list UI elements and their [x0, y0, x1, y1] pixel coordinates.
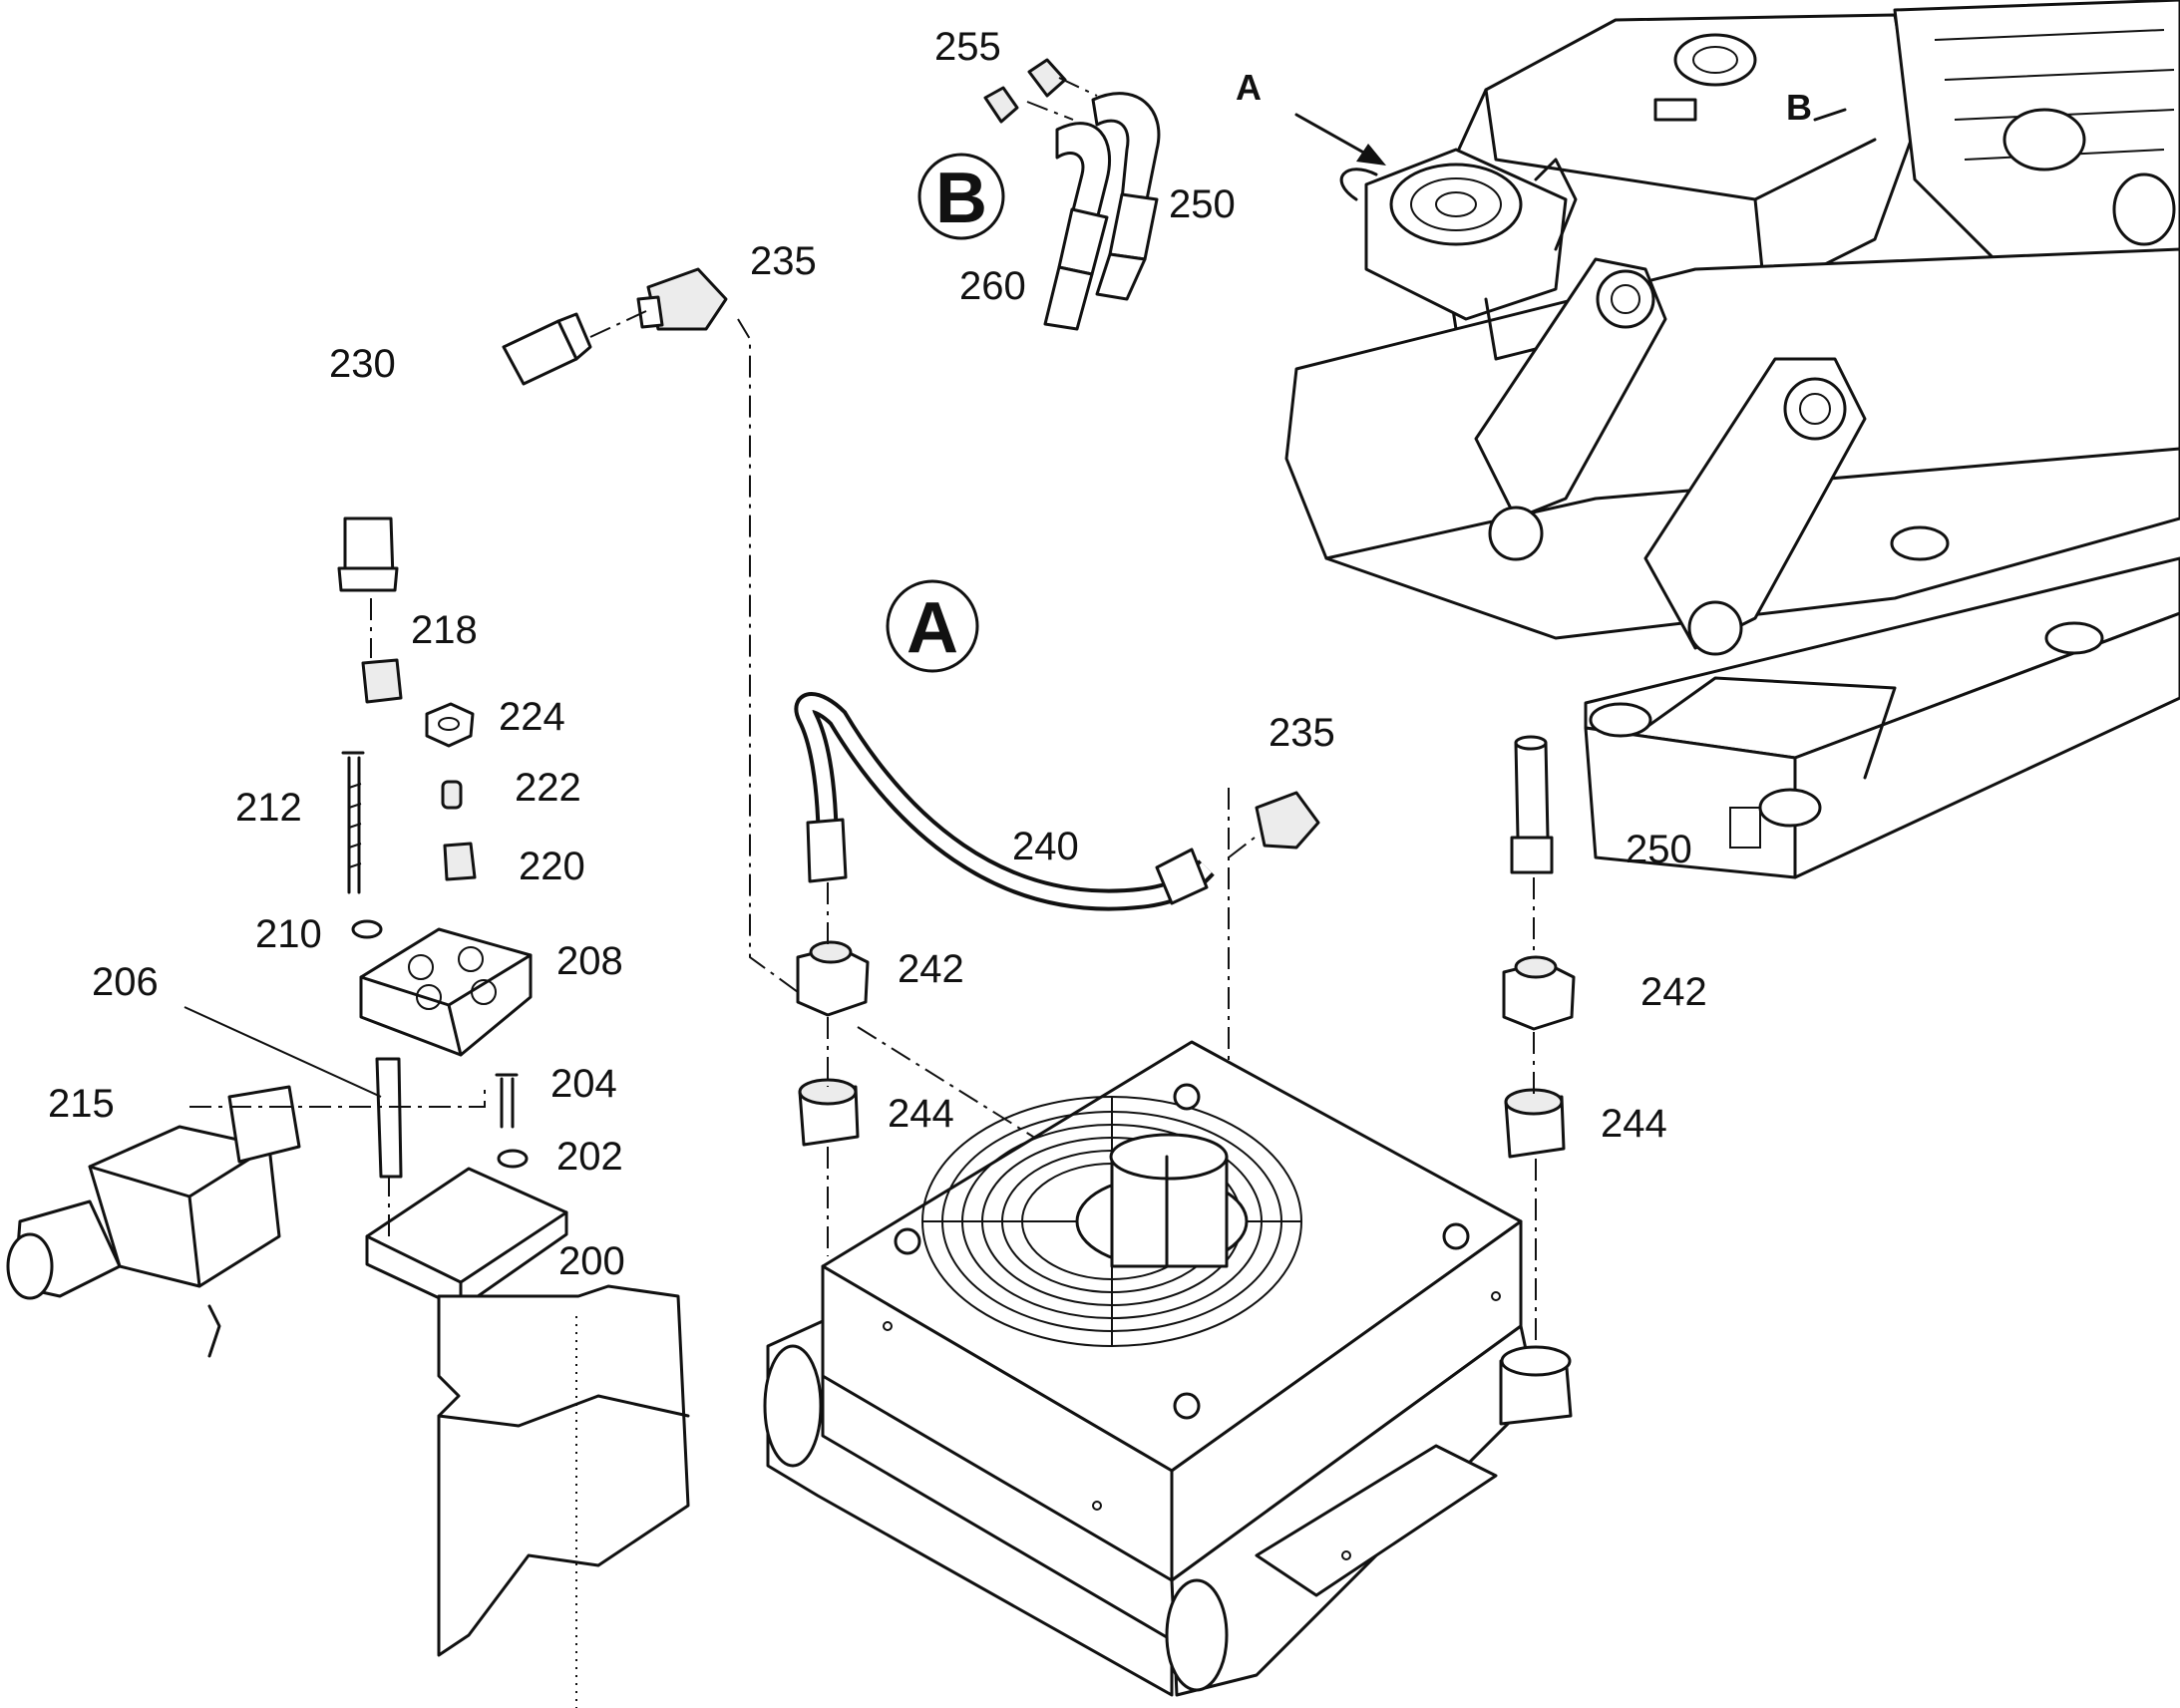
view-a-letter: A — [907, 588, 958, 668]
callout-235-top: 235 — [750, 239, 817, 283]
callout-260: 260 — [959, 264, 1026, 308]
hose-230-assembly — [148, 267, 799, 993]
view-a-circle — [886, 579, 979, 673]
ref-mark-a: A — [1236, 67, 1262, 108]
cooler-fan-unit — [763, 1040, 1573, 1697]
callout-210: 210 — [255, 912, 322, 956]
callout-244-right: 244 — [1601, 1102, 1667, 1146]
callout-222: 222 — [515, 766, 581, 810]
callout-204: 204 — [550, 1062, 617, 1106]
callout-206: 206 — [92, 960, 159, 1004]
valve-stack — [6, 598, 690, 1708]
callout-224: 224 — [499, 695, 565, 739]
callout-240: 240 — [1012, 825, 1079, 868]
callout-244-left: 244 — [888, 1092, 954, 1136]
callout-215: 215 — [48, 1082, 115, 1126]
callout-250-top: 250 — [1169, 182, 1236, 226]
view-b-detail — [917, 58, 1161, 331]
view-label-a: A — [886, 579, 979, 673]
view-b-circle — [917, 153, 1005, 240]
callout-200: 200 — [558, 1239, 625, 1283]
callout-208: 208 — [556, 939, 623, 983]
callout-250-right: 250 — [1626, 828, 1692, 871]
callout-230: 230 — [329, 342, 396, 386]
machine-overview — [1284, 0, 2180, 879]
callout-242-left: 242 — [898, 947, 964, 991]
hose-240-assembly — [794, 692, 1320, 1256]
right-fittings — [1502, 735, 1576, 1356]
callout-212: 212 — [235, 786, 302, 830]
callout-242-right: 242 — [1640, 970, 1707, 1014]
callout-255: 255 — [934, 25, 1001, 69]
callout-220: 220 — [519, 845, 585, 888]
ref-mark-b: B — [1786, 87, 1812, 128]
callout-235-mid: 235 — [1269, 711, 1335, 755]
callout-202: 202 — [556, 1135, 623, 1179]
view-b-letter: B — [935, 159, 987, 238]
callout-218: 218 — [411, 608, 478, 652]
